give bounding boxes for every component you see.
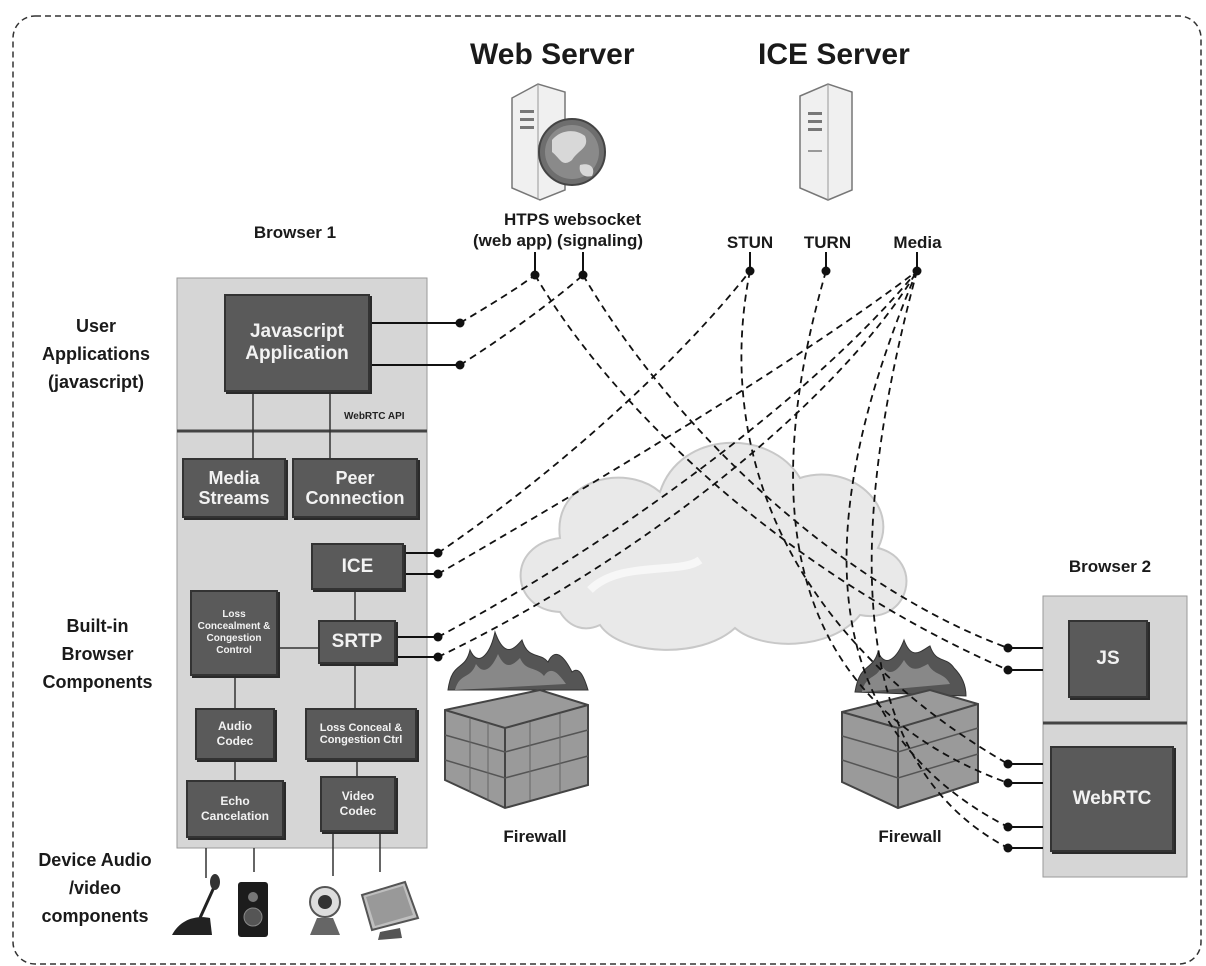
ice-server-title: ICE Server bbox=[758, 38, 910, 71]
server-globe-icon bbox=[511, 83, 606, 201]
ice-box: ICE bbox=[311, 543, 404, 590]
https-websocket-label: HTPS websocket bbox=[504, 210, 641, 229]
server-tower-icon bbox=[799, 83, 853, 201]
video-codec-box: Video Codec bbox=[320, 776, 396, 832]
javascript-application-box: Javascript Application bbox=[224, 294, 370, 392]
media-streams-box: Media Streams bbox=[182, 458, 286, 518]
media-label: Media bbox=[893, 233, 942, 252]
webrtc-box: WebRTC bbox=[1050, 746, 1174, 852]
firewall-left-label: Firewall bbox=[503, 827, 567, 846]
firewall-icon bbox=[841, 638, 979, 810]
layer-device-components: Device Audio /video components bbox=[38, 850, 152, 926]
cloud-icon bbox=[519, 441, 908, 651]
loss-conceal-ctrl-box: Loss Conceal & Congestion Ctrl bbox=[305, 708, 417, 760]
web-app-signaling-label: (web app) (signaling) bbox=[473, 231, 643, 250]
firewall-icon bbox=[444, 630, 589, 810]
firewall-right-label: Firewall bbox=[878, 827, 942, 846]
web-server-title: Web Server bbox=[470, 38, 635, 71]
audio-codec-box: Audio Codec bbox=[195, 708, 275, 760]
speaker-icon bbox=[238, 882, 268, 937]
browser2-title: Browser 2 bbox=[1068, 557, 1152, 576]
monitor-icon bbox=[360, 880, 420, 940]
microphone-icon bbox=[172, 874, 220, 935]
stun-label: STUN bbox=[726, 233, 774, 252]
connection-dots bbox=[433, 266, 1013, 853]
browser1-title: Browser 1 bbox=[253, 223, 337, 242]
webcam-icon bbox=[309, 886, 341, 935]
browser1-internal-links bbox=[205, 392, 381, 878]
js-box: JS bbox=[1068, 620, 1148, 698]
echo-cancelation-box: Echo Cancelation bbox=[186, 780, 284, 838]
peer-connection-box: Peer Connection bbox=[292, 458, 418, 518]
turn-label: TURN bbox=[803, 233, 852, 252]
outer-frame bbox=[12, 15, 1202, 965]
dashed-connections bbox=[437, 270, 1009, 849]
layer-builtin-components: Built-in Browser Components bbox=[42, 616, 153, 692]
loss-concealment-box: Loss Concealment & Congestion Control bbox=[190, 590, 278, 676]
srtp-box: SRTP bbox=[318, 620, 396, 664]
webrtc-api-label: WebRTC API bbox=[344, 411, 405, 422]
layer-user-applications: User Applications (javascript) bbox=[41, 316, 150, 392]
